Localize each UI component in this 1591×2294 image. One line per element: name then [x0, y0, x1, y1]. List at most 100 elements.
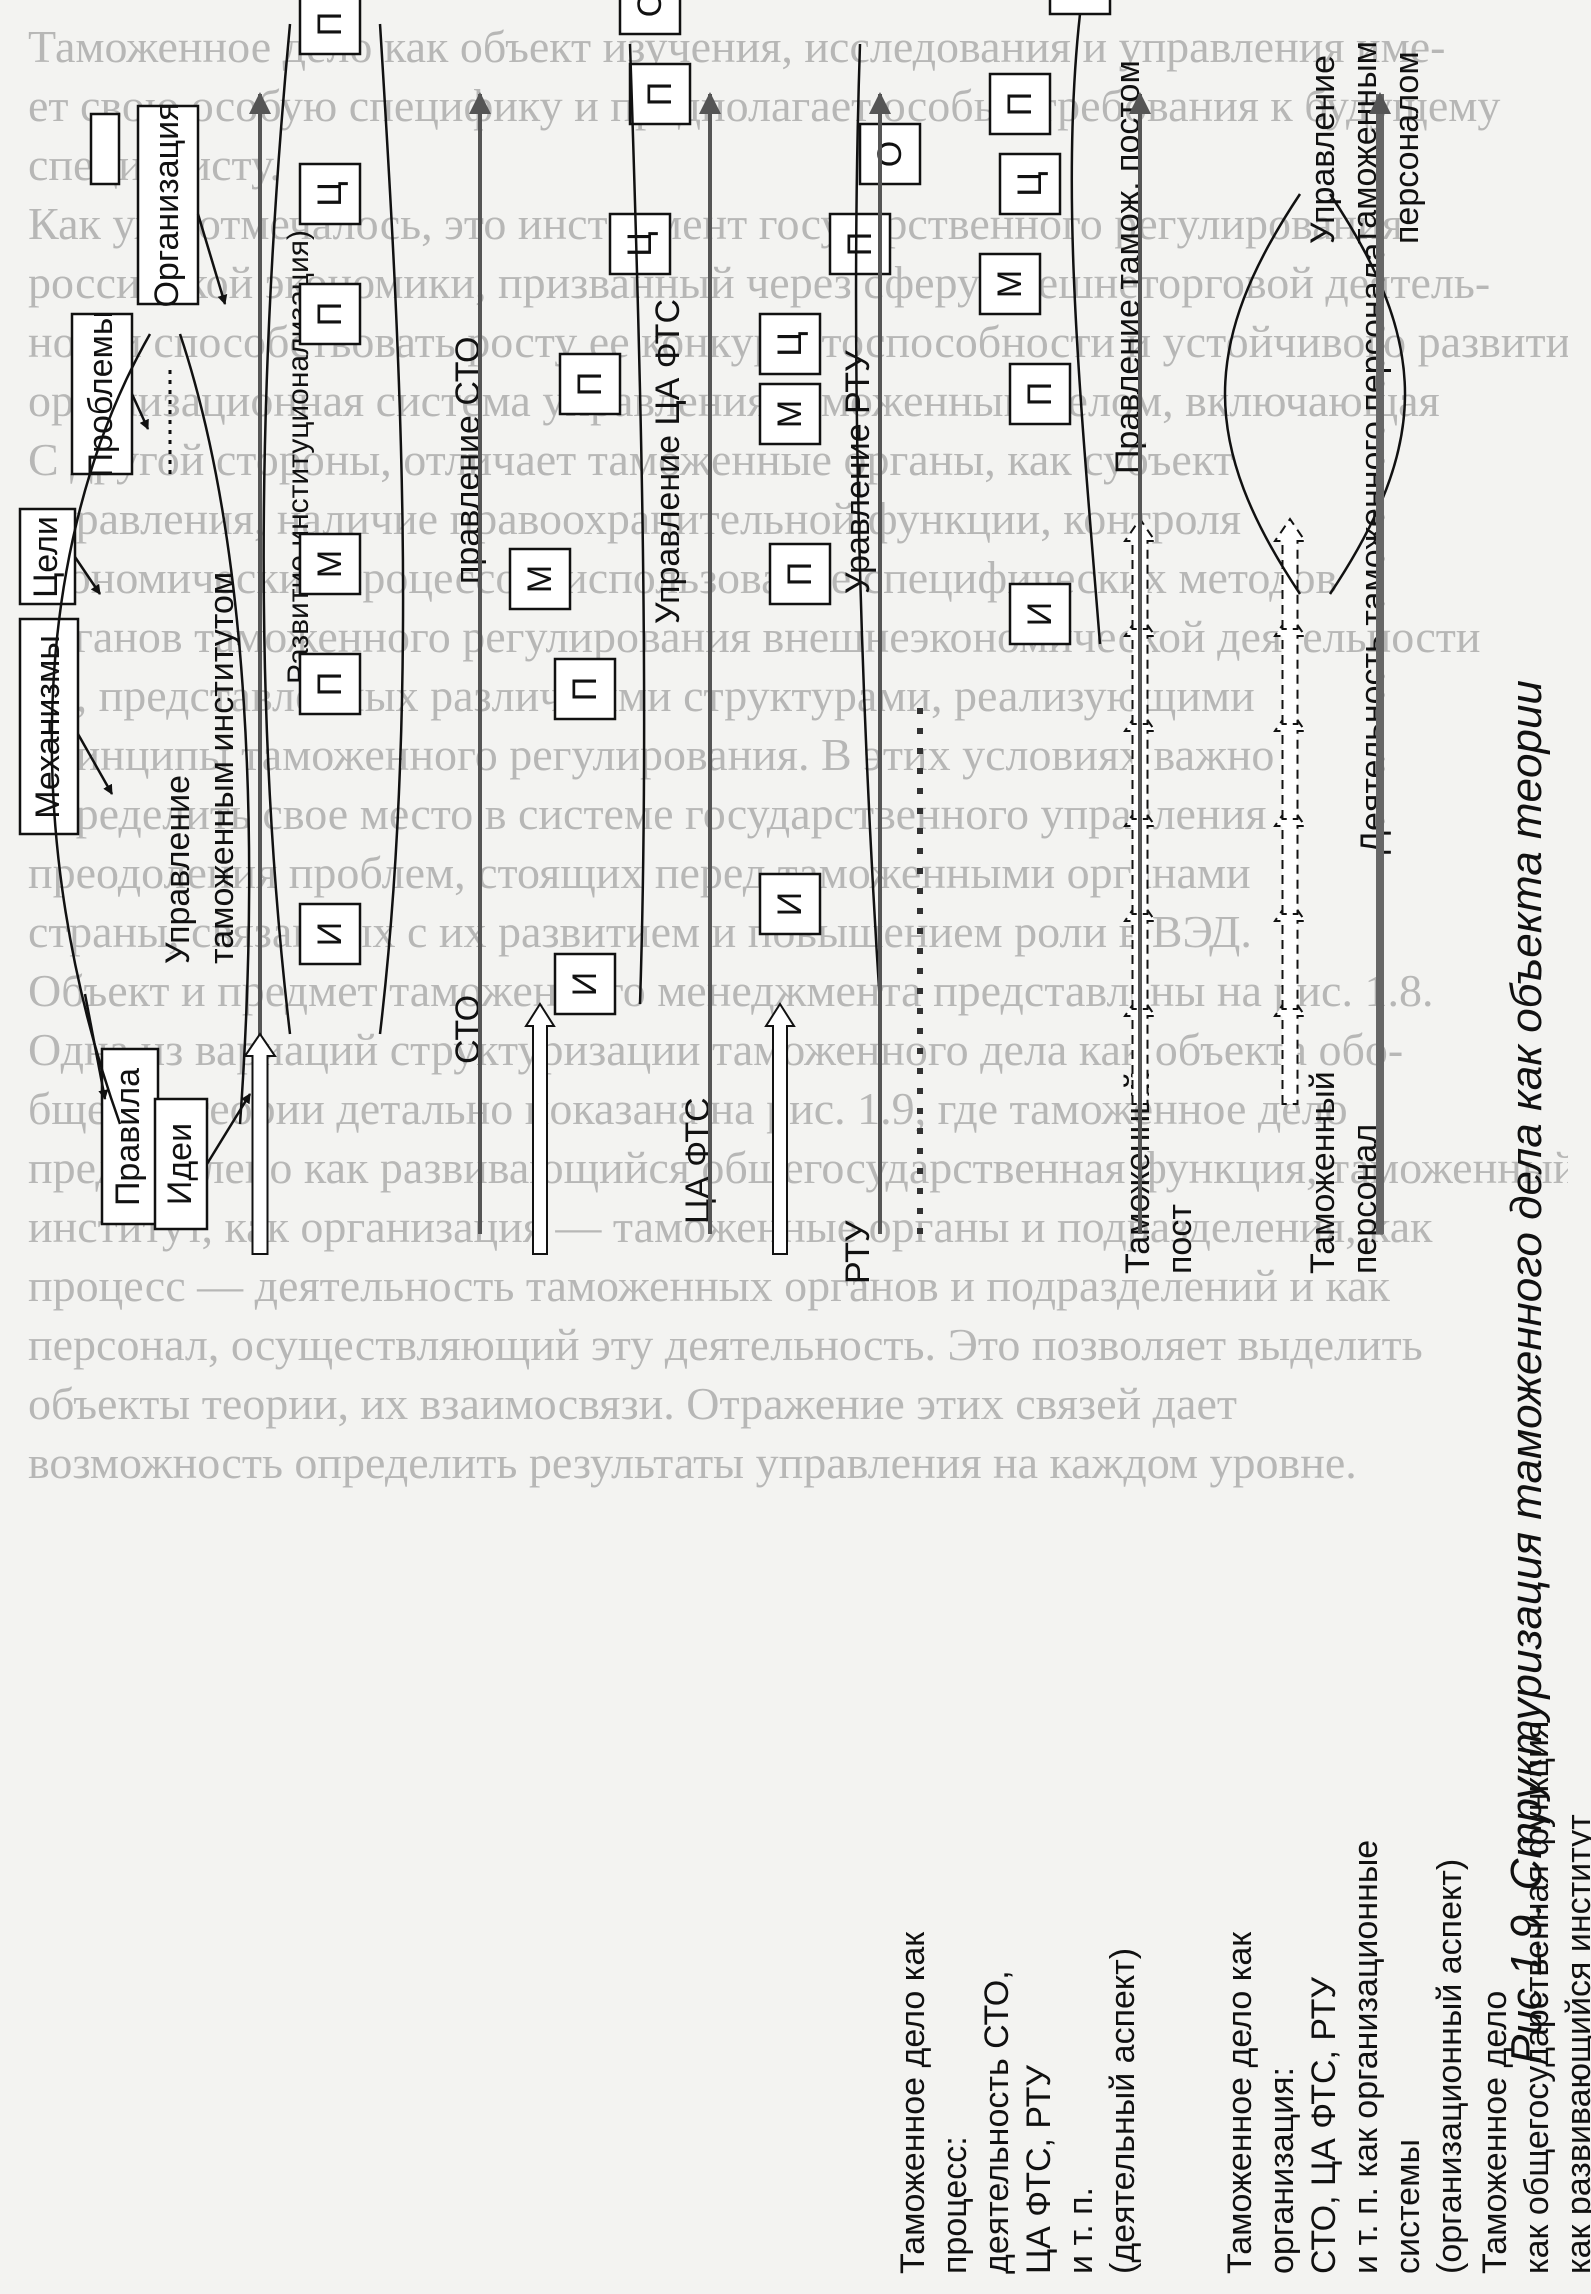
- level-text-organization-line: Таможенное дело как: [1221, 1931, 1259, 2274]
- arrow-mechanisms: [76, 733, 114, 795]
- arrow-goals: [73, 556, 102, 595]
- box-cafts-p-label: П: [566, 677, 604, 701]
- box-cafts-c: [608, 212, 672, 276]
- box-mechanisms-label: Механизмы: [29, 635, 67, 819]
- level-text-process-line: Таможенное дело как: [894, 1931, 932, 2274]
- box-cafts-p: [553, 657, 617, 721]
- box-problems-label: Проблемы: [82, 311, 120, 478]
- box-ideas-label: Идеи: [161, 1123, 199, 1205]
- box-rtu-i: [758, 872, 822, 936]
- box-goals-frame: [18, 507, 77, 606]
- personnel-mgmt-label-line: Управление: [1304, 55, 1342, 244]
- cafts-curve: [628, 43, 646, 1005]
- box-cafts-o-label: О: [631, 0, 669, 17]
- sto-curve-bottom: [262, 23, 292, 1035]
- level-text-state-function-line: как общегосударственная функция: [1518, 1721, 1556, 2274]
- box-post-c: [998, 152, 1062, 216]
- hollow-arrow-sto: [243, 1032, 277, 1255]
- dashed-arrow-personnel: [1273, 612, 1307, 725]
- box-rules-label: Правила: [109, 1068, 147, 1206]
- box-cafts-c-label: Ц: [621, 231, 659, 256]
- cafts-mgmt-label: Управление ЦА ФТС: [649, 299, 687, 624]
- box-sto-p2-label: П: [311, 302, 349, 326]
- box-rtu-i-label: И: [771, 892, 809, 916]
- box-post-m-label: М: [991, 270, 1029, 298]
- box-post-p2-label: П: [1001, 92, 1039, 116]
- box-cafts-m-label: М: [521, 565, 559, 593]
- first-level-curve-left: [50, 333, 152, 1125]
- sto-curve-top: [378, 23, 405, 1035]
- box-cafts-m: [508, 547, 572, 611]
- arrow-rules: [83, 993, 109, 1100]
- post-curve: [1070, 13, 1102, 645]
- box-post-o: [1048, 0, 1112, 16]
- box-rtu-c: [758, 312, 822, 376]
- dashed-arrow-personnel: [1273, 517, 1307, 630]
- box-rtu-p: [768, 542, 832, 606]
- box-rtu-m: [758, 382, 822, 446]
- box-sto-p3: [298, 0, 362, 56]
- rtu-curve: [854, 43, 882, 1005]
- level-text-state-function-line: Таможенное дело: [1476, 1991, 1514, 2274]
- personnel-activity-label: Деятельность таможенного персонала: [1354, 243, 1392, 854]
- level-text-process-line: процесс:: [936, 2136, 974, 2274]
- dashed-arrow-personnel: [1273, 802, 1307, 915]
- level-text-organization-line: (организационный аспект): [1431, 1859, 1469, 2274]
- box-sto-m: [298, 532, 362, 596]
- personnel-wave-1: [1223, 193, 1302, 595]
- box-post-p: [1008, 362, 1072, 426]
- box-post-c-label: Ц: [1011, 171, 1049, 196]
- box-sto-i-label: И: [311, 922, 349, 946]
- first-level-center-label-line: таможенным институтом: [203, 572, 241, 964]
- box-sto-p3-label: П: [311, 12, 349, 36]
- box-cafts-i: [553, 952, 617, 1016]
- box-rtu-o-label: О: [871, 141, 909, 167]
- level-text-organization-line: СТО, ЦА ФТС, РТУ: [1305, 1977, 1343, 2274]
- hollow-arrow-rtu: [764, 1002, 796, 1255]
- level-text-organization-line: организация:: [1263, 2067, 1301, 2274]
- box-rtu-o: [858, 122, 922, 186]
- rtu-label: РТУ: [839, 1220, 877, 1284]
- rtu-mgmt-label: Уравление РТУ: [839, 350, 877, 594]
- dashed-arrow-personnel: [1273, 897, 1307, 1010]
- box-post-p2: [988, 72, 1052, 136]
- box-post-m: [978, 252, 1042, 316]
- dashed-arrow-personnel: [1273, 707, 1307, 820]
- box-cafts-p2: [558, 352, 622, 416]
- level-text-process-line: деятельность СТО,: [978, 1970, 1016, 2274]
- box-rtu-p-label: П: [781, 562, 819, 586]
- box-mechanisms-frame: [18, 617, 80, 836]
- box-sto-m-label: М: [311, 550, 349, 578]
- box-post-i: [1008, 582, 1072, 646]
- arrow-problems: [130, 393, 150, 430]
- box-goals-label: Цели: [27, 516, 65, 598]
- box-post-p-label: П: [1021, 382, 1059, 406]
- level-text-organization-line: системы: [1389, 2139, 1427, 2274]
- box-sto-p-label: П: [311, 672, 349, 696]
- box-rtu-c-label: Ц: [771, 331, 809, 356]
- level-text-organization-line: и т. п. как организационные: [1347, 1840, 1385, 2274]
- level-text-process-line: (деятельный аспект): [1104, 1948, 1142, 2274]
- box-post-i-label: И: [1021, 602, 1059, 626]
- box-organization-frame: [136, 104, 200, 306]
- box-sto-p: [298, 652, 362, 716]
- box-organization-label: Организация: [148, 102, 186, 307]
- level-text-process-line: ЦА ФТС, РТУ: [1020, 2065, 1058, 2274]
- box-sto-c: [298, 162, 362, 226]
- box-sto-i: [298, 902, 362, 966]
- box-cafts-p3-label: П: [641, 82, 679, 106]
- box-cafts-p2-label: П: [571, 372, 609, 396]
- personnel-mgmt-label-line: персоналом: [1388, 51, 1426, 244]
- level-text-state-function-line: как развивающийся институт: [1560, 1814, 1591, 2274]
- post-label-line: пост: [1161, 1204, 1199, 1274]
- box-rtu-p2: [828, 212, 892, 276]
- personnel-wave-2: [1328, 193, 1407, 595]
- arrow-organization: [196, 213, 228, 305]
- box-cafts-p3: [628, 62, 692, 126]
- first-level-center-label-line: Управление: [159, 775, 197, 964]
- hollow-arrow-cafts: [524, 1002, 556, 1255]
- arrow-ideas: [205, 1093, 252, 1165]
- post-label-line: Таможенный: [1119, 1071, 1157, 1274]
